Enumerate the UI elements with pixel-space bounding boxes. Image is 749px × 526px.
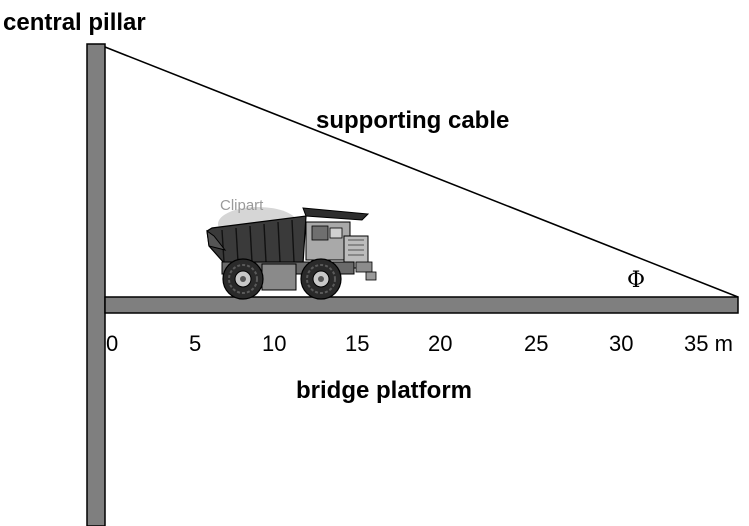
bridge-platform-label: bridge platform [296, 377, 472, 404]
distance-scale: 0 5 10 15 20 25 30 35 m [106, 331, 733, 356]
bridge-platform-beam [104, 296, 739, 314]
supporting-cable-line [104, 46, 739, 298]
scale-tick: 15 [345, 331, 369, 356]
central-pillar [86, 43, 106, 526]
scale-tick: 30 [609, 331, 633, 356]
supporting-cable-label: supporting cable [316, 107, 509, 134]
clipart-watermark: Clipart [220, 197, 264, 214]
angle-phi-label: Φ [627, 268, 645, 293]
scale-tick: 10 [262, 331, 286, 356]
scale-tick: 0 [106, 331, 118, 356]
dump-truck-icon: Clipart [206, 197, 377, 300]
scale-tick: 25 [524, 331, 548, 356]
scale-tick: 20 [428, 331, 452, 356]
scale-tick: 5 [189, 331, 201, 356]
central-pillar-label: central pillar [3, 9, 146, 36]
scale-tick: 35 m [684, 331, 733, 356]
